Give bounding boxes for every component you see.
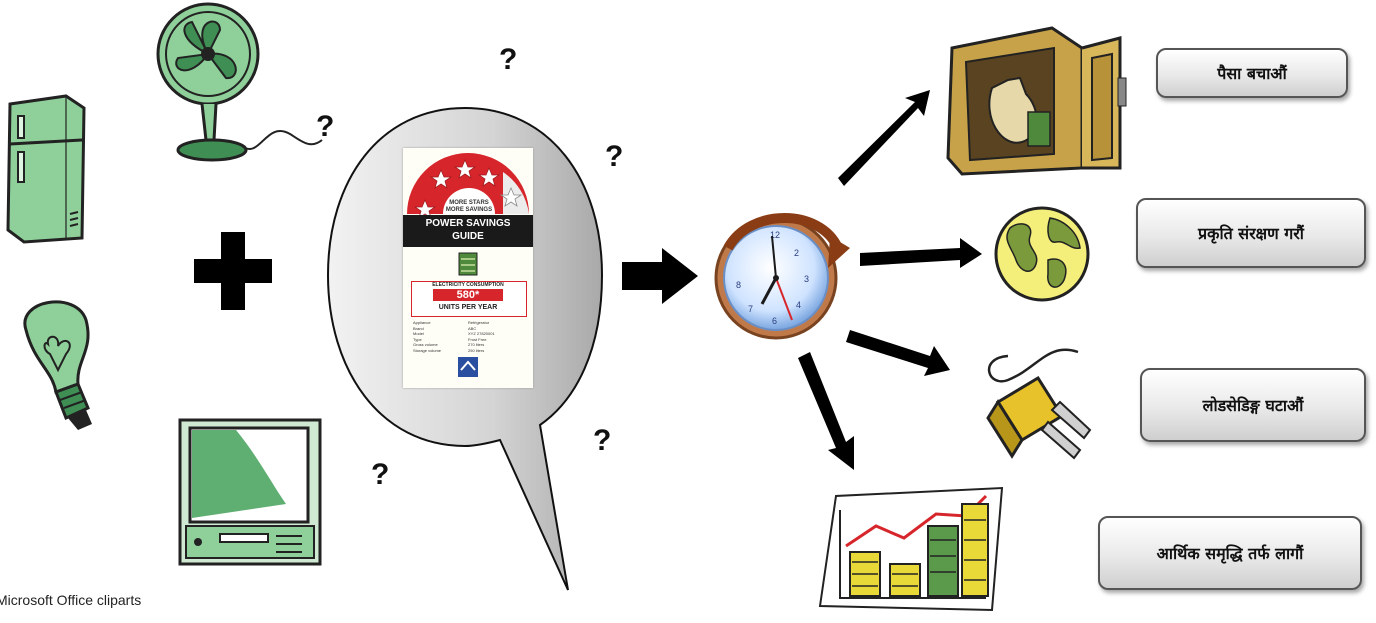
question-mark: ? [499,43,517,77]
bureau-logo-icon [457,356,479,378]
plug-icon [978,338,1108,472]
television-icon [176,414,326,568]
outcome-save-money-button[interactable]: पैसा बचाऔं [1156,48,1348,98]
question-mark: ? [316,110,334,144]
growth-chart-icon [816,486,1006,614]
image-credit: Microsoft Office cliparts [0,592,141,608]
safe-icon [942,18,1132,178]
question-mark: ? [371,458,389,492]
right-arrow-icon [622,248,698,304]
stars-caption-2: MORE SAVINGS [439,207,499,213]
consumption-value: 580* [433,289,503,301]
consumption-unit: UNITS PER YEAR [411,304,525,311]
svg-text:8: 8 [736,280,741,290]
money-stack-icon [453,249,483,279]
svg-text:7: 7 [748,304,753,314]
outcome-conserve-nature-button[interactable]: प्रकृति संरक्षण गरौं [1136,198,1366,268]
arrow-to-safe [838,90,930,186]
svg-text:6: 6 [772,316,777,326]
arrow-to-chart [798,352,854,470]
outcome-economic-prosperity-button[interactable]: आर्थिक समृद्धि तर्फ लागौं [1098,516,1362,590]
light-bulb-icon [6,300,146,440]
refrigerator-icon [4,94,90,244]
energy-star-label: MORE STARS MORE SAVINGS POWER SAVINGS GU… [403,148,533,388]
globe-icon [990,204,1094,304]
consumption-header: ELECTRICITY CONSUMPTION [411,282,525,288]
stars-caption-1: MORE STARS [439,200,499,206]
question-mark: ? [593,424,611,458]
question-mark: ? [605,140,623,174]
arrow-to-plug [846,330,950,376]
arrow-to-globe [860,238,982,268]
plus-icon [194,232,272,310]
guide-title-2: GUIDE [403,231,533,242]
guide-title-1: POWER SAVINGS [403,218,533,229]
outcome-reduce-loadshedding-button[interactable]: लोडसेडिङ्ग घटाऔं [1140,368,1366,442]
fan-icon [150,0,325,168]
